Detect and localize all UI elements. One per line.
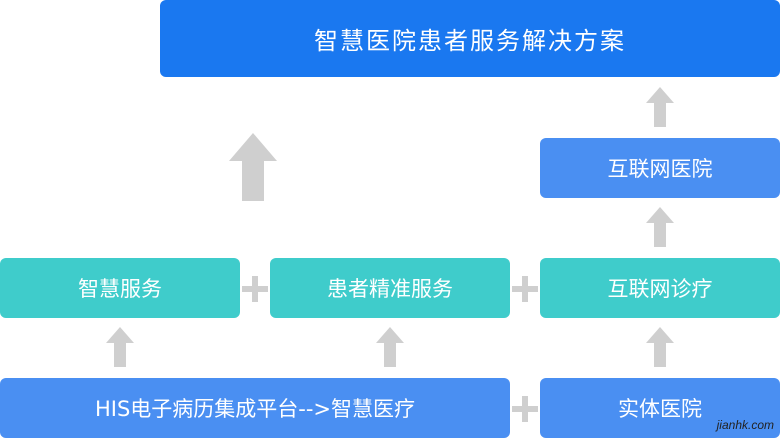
his-platform-box: HIS电子病历集成平台-->智慧医疗 — [0, 378, 510, 438]
up-arrow-platform-to-smart-service — [106, 327, 134, 367]
internet-diagnosis-label: 互联网诊疗 — [607, 277, 713, 301]
smart-service-label: 智慧服务 — [78, 277, 162, 301]
up-arrow-physical-to-diagnosis — [646, 327, 674, 367]
physical-hospital-label: 实体医院 — [618, 397, 702, 421]
plus-icon — [242, 276, 268, 302]
patient-service-box: 患者精准服务 — [270, 258, 510, 318]
internet-hospital-label: 互联网医院 — [607, 157, 713, 181]
plus-icon — [512, 276, 538, 302]
smart-service-box: 智慧服务 — [0, 258, 240, 318]
physical-hospital-box: 实体医院 — [540, 378, 780, 438]
solution-title: 智慧医院患者服务解决方案 — [314, 27, 626, 55]
watermark: jianhk.com — [716, 418, 774, 432]
solution-title-box: 智慧医院患者服务解决方案 — [160, 0, 780, 77]
up-arrow-diagnosis-to-hospital — [646, 207, 674, 247]
up-arrow-internet-hospital-to-title — [646, 87, 674, 127]
his-platform-label: HIS电子病历集成平台-->智慧医疗 — [94, 397, 416, 421]
plus-icon — [512, 396, 538, 422]
internet-diagnosis-box: 互联网诊疗 — [540, 258, 780, 318]
patient-service-label: 患者精准服务 — [327, 277, 453, 301]
up-arrow-large — [229, 133, 277, 201]
up-arrow-platform-to-patient-service — [376, 327, 404, 367]
internet-hospital-box: 互联网医院 — [540, 138, 780, 198]
